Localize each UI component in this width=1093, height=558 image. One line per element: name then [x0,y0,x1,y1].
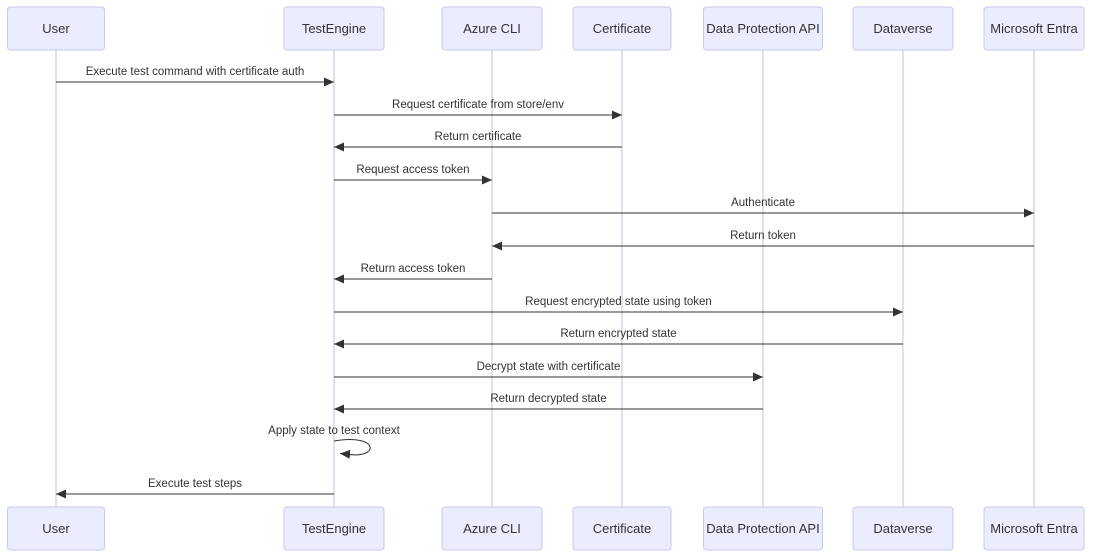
actor-box-bottom-user [7,506,105,551]
actor-label-top-dataverse: Dataverse [873,21,932,36]
message-label-4: Authenticate [731,197,795,209]
actor-box-bottom-dataprotectionapi [703,506,823,551]
message-label-2: Return certificate [435,131,522,143]
actor-label-top-microsoftentra: Microsoft Entra [990,21,1078,36]
actor-label-bottom-user: User [42,521,70,536]
actor-box-top-testengine [283,6,385,51]
actor-label-bottom-dataverse: Dataverse [873,521,932,536]
actor-label-bottom-dataprotectionapi: Data Protection API [706,521,819,536]
actor-box-top-certificate [572,6,672,51]
actor-label-top-user: User [42,21,70,36]
actor-box-top-microsoftentra [983,6,1085,51]
message-label-10: Return decrypted state [490,393,606,405]
message-label-6: Return access token [361,263,466,275]
actor-label-bottom-microsoftentra: Microsoft Entra [990,521,1078,536]
actor-box-bottom-dataverse [852,506,954,551]
actor-label-top-certificate: Certificate [593,21,652,36]
actor-label-top-testengine: TestEngine [302,21,366,36]
message-label-5: Return token [730,230,796,242]
actor-label-bottom-azurecli: Azure CLI [463,521,521,536]
actor-box-top-dataprotectionapi [703,6,823,51]
message-label-1: Request certificate from store/env [392,99,564,111]
message-label-7: Request encrypted state using token [525,296,712,308]
message-label-12: Execute test steps [148,478,242,490]
message-label-8: Return encrypted state [560,328,676,340]
message-self-loop-11 [333,439,371,459]
actor-label-bottom-testengine: TestEngine [302,521,366,536]
message-label-11: Apply state to test context [268,425,400,437]
actor-label-bottom-certificate: Certificate [593,521,652,536]
actor-box-bottom-testengine [283,506,385,551]
actor-label-top-azurecli: Azure CLI [463,21,521,36]
actor-box-top-user [7,6,105,51]
message-label-9: Decrypt state with certificate [477,361,621,373]
actor-box-bottom-microsoftentra [983,506,1085,551]
actor-box-bottom-certificate [572,506,672,551]
actor-box-bottom-azurecli [441,506,543,551]
message-label-3: Request access token [356,164,469,176]
actor-label-top-dataprotectionapi: Data Protection API [706,21,819,36]
actor-box-top-dataverse [852,6,954,51]
actor-box-top-azurecli [441,6,543,51]
message-label-0: Execute test command with certificate au… [86,66,305,78]
